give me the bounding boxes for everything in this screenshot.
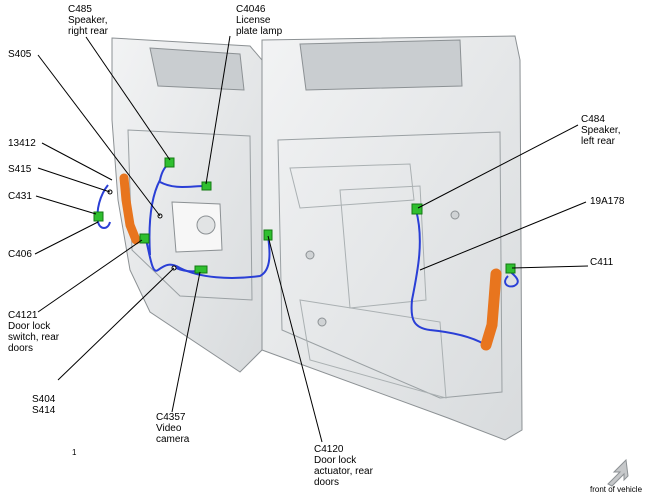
connector-c411 [505, 263, 516, 274]
svg-text:C411: C411 [590, 257, 614, 268]
rear-doors [111, 35, 523, 441]
svg-text:13412: 13412 [8, 138, 36, 149]
connector-c4357 [194, 265, 208, 274]
left-window [299, 39, 463, 91]
front-of-vehicle-indicator: front of vehicle [590, 458, 643, 494]
label-19a178: 19A178 [590, 196, 625, 207]
connector-c485 [164, 157, 175, 168]
left-rear-door-panel [261, 35, 523, 441]
connector-c4121 [139, 233, 150, 244]
right-window [149, 47, 245, 91]
connectors [93, 157, 516, 274]
svg-text:C431: C431 [8, 191, 32, 202]
leader-lines [34, 35, 589, 443]
connector-c484 [411, 203, 423, 215]
arrow-down-left-icon [607, 458, 629, 487]
label-c431: C431 [8, 191, 32, 202]
left-door-conduit [480, 268, 502, 351]
left-door-harness-wire [410, 209, 485, 345]
c411-pigtail-wire [504, 269, 519, 288]
svg-text:19A178: 19A178 [590, 196, 625, 207]
page-mark: 1 [72, 448, 77, 457]
right-door-conduit [119, 173, 141, 245]
label-s405: S405 [8, 49, 32, 60]
front-of-vehicle-label: front of vehicle [590, 485, 643, 494]
svg-text:S415: S415 [8, 164, 32, 175]
label-c411: C411 [590, 257, 614, 268]
svg-text:C406: C406 [8, 249, 32, 260]
connector-c4120 [263, 229, 273, 241]
label-13412: 13412 [8, 138, 36, 149]
label-c406: C406 [8, 249, 32, 260]
main-harness-wire [145, 235, 271, 279]
connector-c431 [93, 211, 104, 222]
conduits [119, 173, 502, 351]
label-s415: S415 [8, 164, 32, 175]
svg-text:S405: S405 [8, 49, 32, 60]
